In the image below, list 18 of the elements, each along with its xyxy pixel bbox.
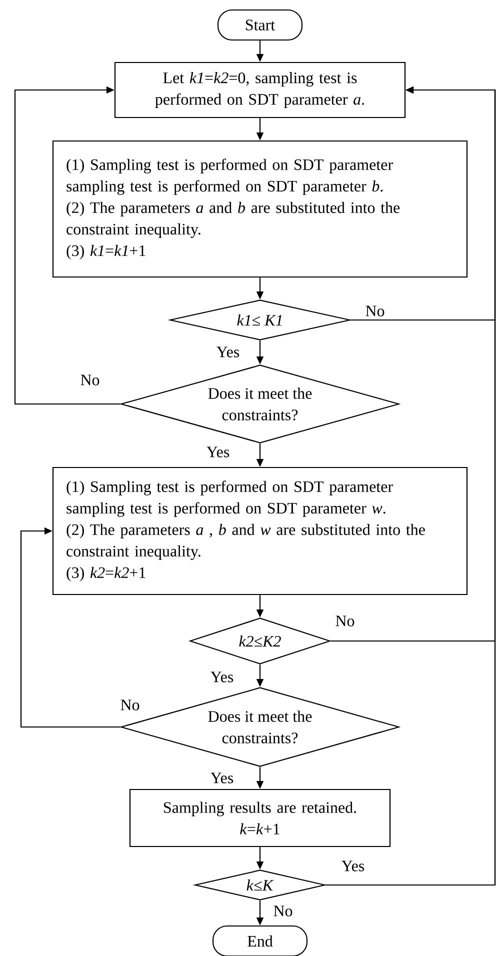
terminal-box: Start — [217, 9, 303, 41]
process-box: Let k1=k2=0, sampling test is performed on SDT parameter a. — [114, 62, 406, 118]
edge-label: Yes — [209, 670, 235, 684]
edge-label: No — [119, 698, 141, 712]
edge-label: No — [334, 614, 356, 628]
edge-label: Yes — [209, 772, 235, 784]
arrow — [20, 527, 120, 728]
terminal-box: End — [212, 925, 308, 956]
process-box: (1) Sampling test is performed on SDT parameter sampling test is performed on SDT parameter w. (2) The parameters a , b and w are substituted into the constraint inequality. (3) k2=k2+1 — [52, 466, 468, 596]
edge-label: Yes — [205, 446, 231, 458]
edge-label: No — [79, 374, 101, 386]
edge-label: No — [364, 304, 386, 318]
edge-label: Yes — [215, 346, 241, 358]
arrow — [14, 86, 120, 405]
process-box: (1) Sampling test is performed on SDT parameter sampling test is performed on SDT parameter b. (2) The parameters a and b are substituted into the constraint inequality. (3) k1=k1+1 — [52, 140, 468, 278]
edge-label: Yes — [340, 860, 366, 872]
process-box: Sampling results are retained. k=k+1 — [129, 788, 391, 848]
edge-label: No — [272, 904, 294, 918]
